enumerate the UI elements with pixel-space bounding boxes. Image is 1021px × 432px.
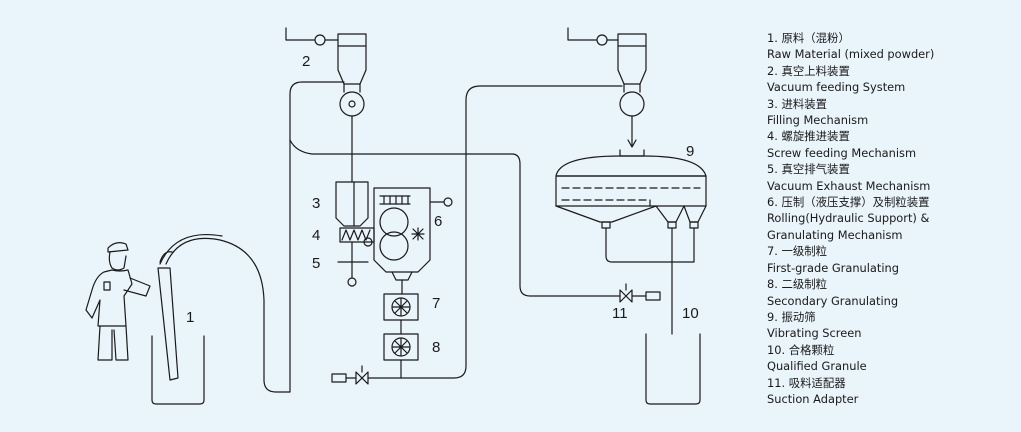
vacuum-feeder-2	[285, 27, 367, 183]
legend-2-en: Vacuum feeding System	[767, 80, 906, 95]
legend-8-cn: 8. 二级制粒	[767, 277, 828, 292]
legend-8-en: Secondary Granulating	[767, 293, 899, 308]
legend-7-en: First-grade Granulating	[767, 260, 899, 275]
callout-6: 6	[434, 213, 442, 230]
granulator-7	[383, 293, 419, 335]
callout-4: 4	[312, 227, 320, 244]
legend-5-en: Vacuum Exhaust Mechanism	[767, 178, 931, 193]
vibrating-screen-9	[555, 149, 707, 335]
legend-1-en: Raw Material (mixed powder)	[767, 47, 935, 62]
callout-11: 11	[612, 305, 628, 322]
legend-2-cn: 2. 真空上料装置	[767, 63, 850, 78]
filling-mechanism-3	[335, 181, 369, 227]
callout-7: 7	[432, 295, 440, 312]
vacuum-feeder-right	[567, 27, 647, 148]
legend-7-cn: 7. 一级制粒	[767, 244, 828, 259]
callout-2: 2	[302, 53, 310, 70]
discharge-line-bottom	[331, 85, 623, 385]
callout-5: 5	[312, 255, 320, 272]
legend-6-en: Rolling(Hydraulic Support) &	[767, 211, 930, 226]
legend-10-en: Qualified Granule	[767, 359, 867, 374]
granulator-8	[383, 333, 419, 379]
legend-9-cn: 9. 振动筛	[767, 309, 816, 324]
suction-adapter-11	[619, 283, 661, 303]
legend-11-en: Suction Adapter	[767, 391, 859, 406]
legend-3-en: Filling Mechanism	[767, 113, 869, 128]
vacuum-exhaust-5	[337, 241, 369, 287]
legend-4-cn: 4. 螺旋推进装置	[767, 129, 850, 144]
legend-3-cn: 3. 进料装置	[767, 96, 828, 111]
legend-6-cn: 6. 压制（液压支撑）及制粒装置	[767, 195, 930, 210]
callout-9: 9	[686, 143, 694, 160]
legend-4-en: Screw feeding Mechanism	[767, 145, 917, 160]
callout-10: 10	[682, 305, 699, 322]
qualified-granule-drum-10	[645, 333, 701, 405]
raw-material-drum	[151, 335, 205, 405]
callout-1: 1	[186, 309, 194, 326]
return-line	[289, 139, 621, 297]
legend-5-cn: 5. 真空排气装置	[767, 162, 850, 177]
legend: 1. 原料（混粉） Raw Material (mixed powder) 2.…	[767, 30, 1012, 407]
operator-figure	[85, 242, 179, 381]
legend-1-cn: 1. 原料（混粉）	[767, 31, 850, 45]
callout-numbers: 1 2 3 4 5 6 7 8 9 10 11	[186, 53, 699, 356]
legend-6-en2: Granulating Mechanism	[767, 227, 903, 242]
callout-8: 8	[432, 339, 440, 356]
legend-9-en: Vibrating Screen	[767, 326, 862, 341]
screw-feeder-4	[339, 227, 375, 247]
roller-compactor-6	[373, 187, 453, 295]
legend-11-cn: 11. 吸料适配器	[767, 375, 846, 390]
callout-3: 3	[312, 195, 320, 212]
vacuum-feed-line	[159, 81, 345, 393]
legend-10-cn: 10. 合格颗粒	[767, 342, 835, 357]
